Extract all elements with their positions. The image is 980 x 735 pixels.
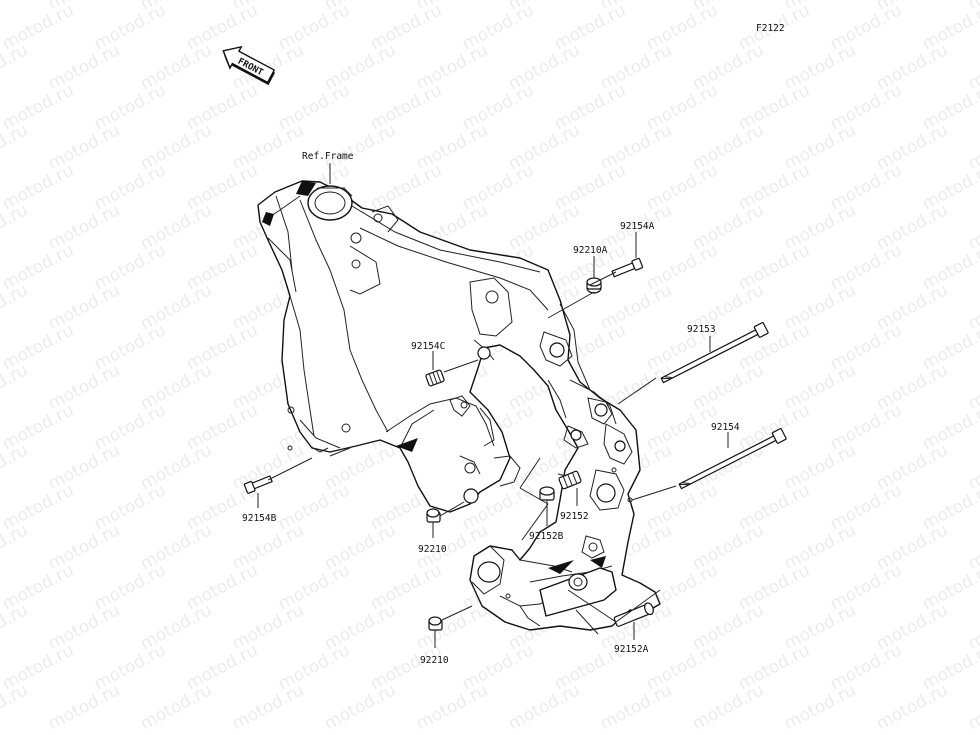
watermark-text: motod.ru (137, 680, 215, 734)
watermark-text: motod.ru (965, 680, 980, 734)
bolt-92154A (611, 257, 644, 278)
nut-92210A (586, 277, 602, 294)
watermark-text: motod.ru (919, 640, 980, 694)
bolt-92153 (660, 322, 769, 384)
spacer-92152B (539, 486, 555, 501)
watermark-text: motod.ru (0, 680, 31, 734)
watermark-text: motod.ru (505, 680, 583, 734)
watermark-text: motod.ru (919, 0, 980, 54)
label-92210: 92210 (418, 544, 447, 555)
label-92153: 92153 (687, 324, 716, 335)
watermark-text: motod.ru (597, 680, 675, 734)
watermark-text: motod.ru (919, 80, 980, 134)
label-92154C: 92154C (411, 341, 445, 352)
watermark-text: motod.ru (781, 680, 859, 734)
watermark-text: motod.ru (45, 680, 123, 734)
label-92154: 92154 (711, 422, 740, 433)
watermark-text: motod.ru (919, 240, 980, 294)
label-92152B: 92152B (529, 531, 564, 542)
label-92154B: 92154B (242, 513, 277, 524)
frame-drawing (257, 180, 661, 631)
watermark-text: motod.ru (873, 680, 951, 734)
watermark-text: motod.ru (0, 0, 31, 14)
watermark-text: motod.ru (0, 520, 31, 574)
watermark-text: motod.ru (321, 680, 399, 734)
watermark-text: motod.ru (689, 680, 767, 734)
watermark-text: motod.ru (413, 680, 491, 734)
collar-92154C (425, 369, 445, 387)
watermark-text: motod.ru (0, 200, 31, 254)
watermark-text: motod.ru (919, 160, 980, 214)
part-labels: Ref.Frame 92154A 92210A 92153 92154C 921… (242, 151, 740, 666)
watermark-text: motod.ru (0, 120, 31, 174)
label-ref-frame: Ref.Frame (302, 151, 354, 162)
label-92210-lower: 92210 (420, 655, 449, 666)
nut-92210 (426, 508, 441, 523)
watermark-text: motod.ru (0, 40, 31, 94)
label-92154A: 92154A (620, 221, 655, 232)
watermark-text: motod.ru (919, 400, 980, 454)
figure-code: F2122 (756, 23, 785, 34)
label-92152: 92152 (560, 511, 589, 522)
collar-92152 (558, 470, 582, 490)
nut-92210-lower (428, 616, 443, 631)
watermark-text: motod.ru (0, 600, 31, 654)
label-92152A: 92152A (614, 644, 649, 655)
watermark-text: motod.ru (229, 680, 307, 734)
watermark-text: motod.ru (0, 280, 31, 334)
bolt-92154 (678, 428, 787, 490)
leader-lines (257, 163, 729, 648)
watermark-text: motod.ru (0, 440, 31, 494)
watermark-text: motod.ru (919, 480, 980, 534)
watermark-text: motod.ru (919, 560, 980, 614)
watermark-text: motod.ru (919, 320, 980, 374)
watermark-text: motod.ru (0, 360, 31, 414)
label-92210A: 92210A (573, 245, 608, 256)
